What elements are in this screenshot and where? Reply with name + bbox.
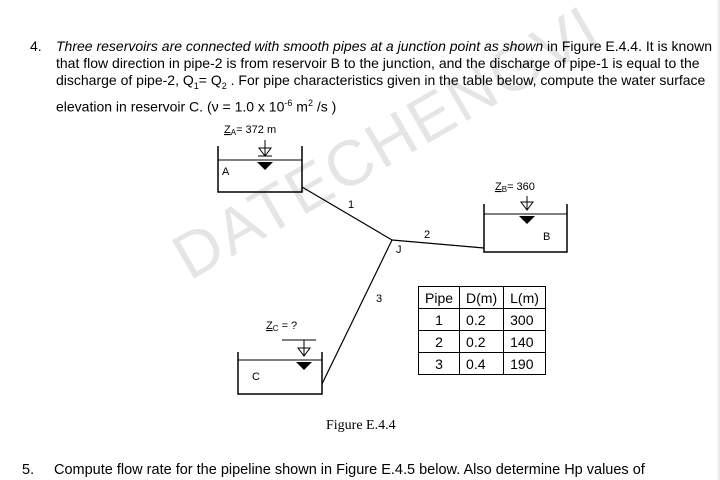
pipe-diameter: 0.2 — [459, 330, 505, 353]
question-5-text: Compute flow rate for the pipeline shown… — [54, 462, 645, 478]
pipe-length: 190 — [503, 352, 546, 375]
reservoir-c-elevation: ZC = ? — [266, 320, 297, 333]
reservoir-a-label: A — [222, 166, 230, 178]
pipe-length: 300 — [503, 308, 546, 331]
pipe-number: 1 — [417, 308, 461, 331]
table-row: 1 0.2 300 — [417, 308, 546, 331]
pipe-1-label: 1 — [348, 199, 354, 211]
reservoir-c: C ZC = ? — [237, 320, 323, 395]
pipe-table: Pipe D(m) L(m) 1 0.2 300 2 0.2 140 3 0.4… — [417, 286, 546, 375]
question-4-text-run: . For pipe characteristics given in the … — [56, 72, 706, 115]
question-4-text-run: in Figure E.4.4. It is known that flow d… — [56, 38, 713, 88]
pipe-3 — [321, 239, 393, 385]
reservoir-b-label: B — [543, 231, 550, 243]
reservoir-c-label: C — [252, 371, 260, 383]
pipe-diameter: 0.4 — [459, 352, 505, 375]
page-edge-shadow — [716, 0, 720, 480]
question-4-text-run: -6 — [284, 97, 293, 108]
header-diameter: D(m) — [459, 286, 505, 309]
header-pipe: Pipe — [417, 286, 461, 309]
junction-label: J — [396, 244, 402, 256]
pipe-2 — [391, 239, 485, 249]
pipe-2-label: 2 — [424, 229, 430, 241]
question-number: 5. — [22, 462, 35, 478]
reservoir-a: A ZA= 372 m — [217, 124, 303, 193]
question-4-text-run: 2 — [307, 97, 313, 108]
question-4-text-run: 1 — [193, 80, 199, 91]
header-length: L(m) — [503, 286, 546, 309]
pipe-diameter: 0.2 — [459, 308, 505, 331]
question-4-text-run: = Q — [198, 72, 222, 88]
reservoir-a-elevation: ZA= 372 m — [224, 124, 276, 137]
pipe-3-label: 3 — [376, 293, 382, 305]
table-row: 2 0.2 140 — [417, 330, 546, 353]
table-row: 3 0.4 190 — [417, 352, 546, 375]
pipe-1 — [301, 186, 393, 241]
question-4-text: Three reservoirs are connected with smoo… — [56, 38, 712, 115]
pipe-length: 140 — [503, 330, 546, 353]
figure-caption: Figure E.4.4 — [326, 418, 396, 433]
question-4-text-run: Three reservoirs are connected with smoo… — [56, 38, 544, 54]
question-4-text-run: 2 — [221, 80, 227, 91]
reservoir-b: B ZB= 360 — [483, 181, 568, 253]
question-number: 4. — [30, 38, 42, 54]
question-5: 5. Compute flow rate for the pipeline sh… — [22, 462, 712, 479]
reservoir-b-elevation: ZB= 360 — [495, 181, 535, 194]
question-4-text-run: m — [292, 98, 308, 115]
pipe-table-header: Pipe D(m) L(m) — [417, 286, 546, 309]
pipe-number: 2 — [417, 330, 461, 353]
question-4: 4. Three reservoirs are connected with s… — [22, 38, 712, 115]
question-4-text-run: /s ) — [312, 98, 337, 115]
pipe-number: 3 — [417, 352, 461, 375]
